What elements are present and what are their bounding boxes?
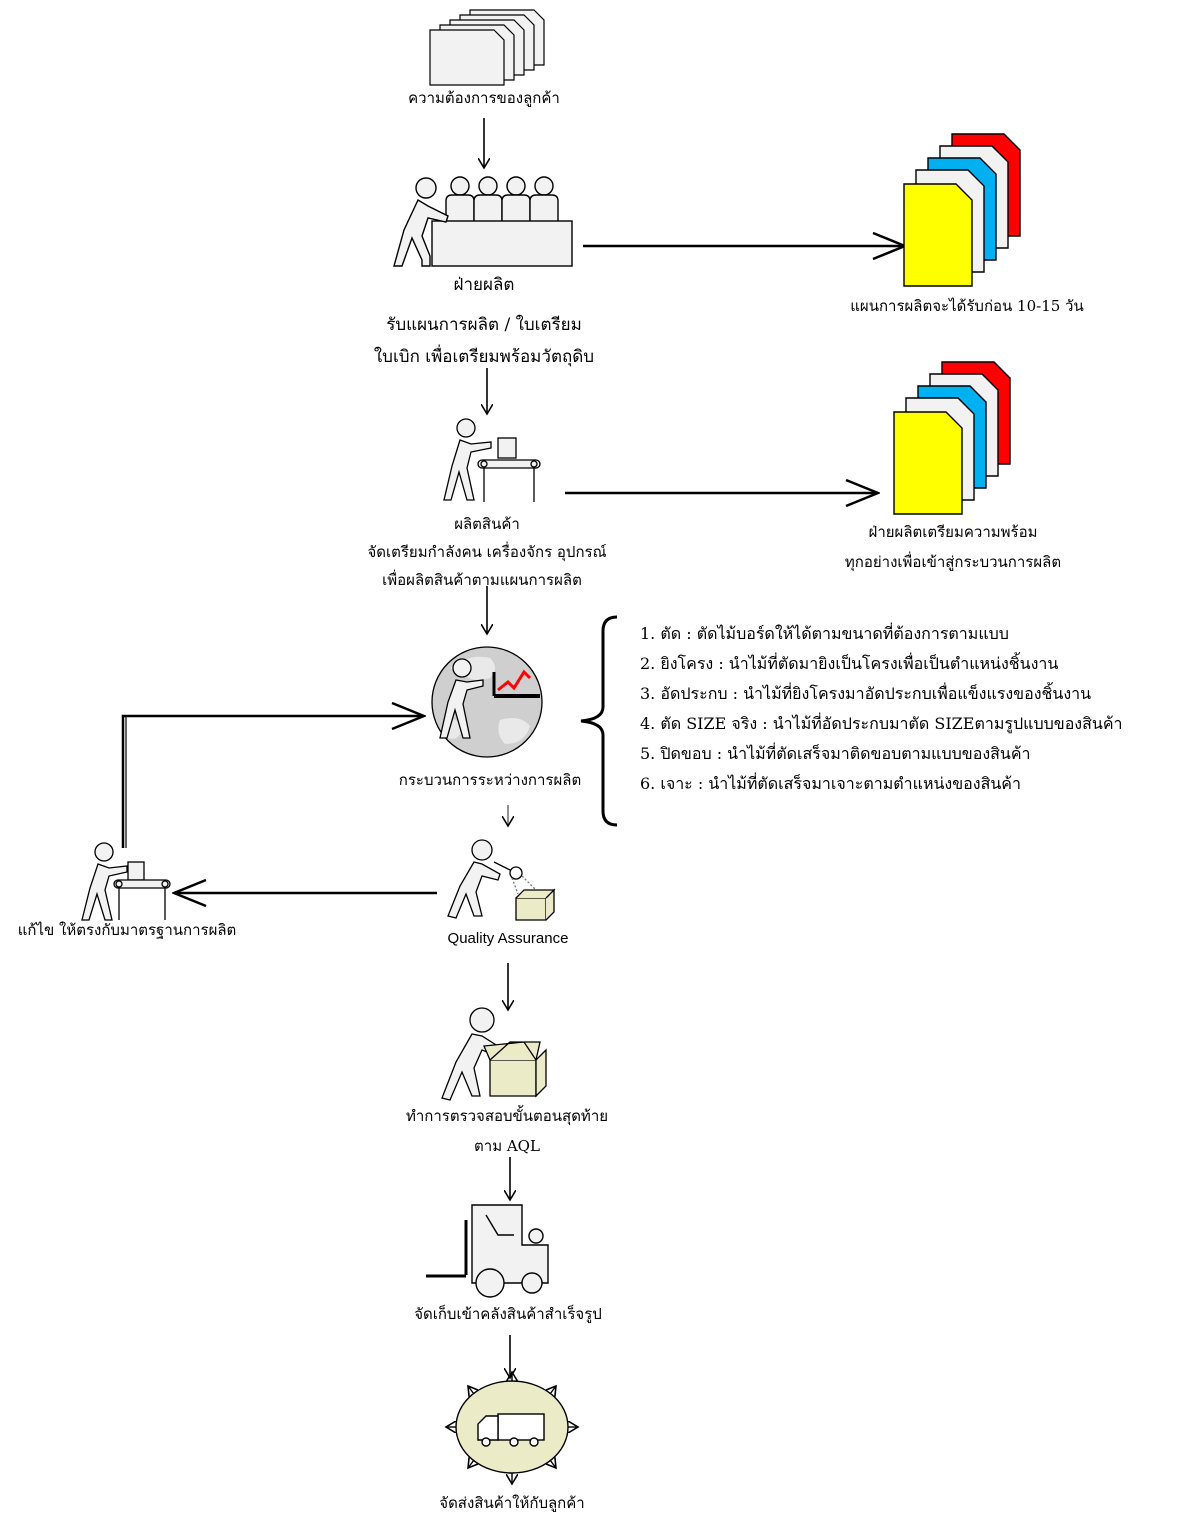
forklift-icon xyxy=(426,1204,549,1298)
process-step: 2. ยิงโครง : นำไม้ที่ตัดมายิงเป็นโครงเพื… xyxy=(640,654,1059,673)
meeting-people-icon xyxy=(393,176,573,267)
arrow-rework-to-process xyxy=(121,716,424,848)
rework-worker-icon xyxy=(81,842,171,921)
manufacture-title: ผลิตสินค้า xyxy=(454,515,520,533)
rework-label: แก้ไข ให้ตรงกับมาตรฐานการผลิต xyxy=(17,921,237,939)
conveyor-worker-icon xyxy=(443,418,541,502)
readiness-note-line1: ฝ่ายผลิตเตรียมความพร้อม xyxy=(868,523,1038,541)
manufacture-line1: จัดเตรียมกำลังคน เครื่องจักร อุปกรณ์ xyxy=(367,543,607,561)
final-inspection-line2: ตาม AQL xyxy=(474,1137,540,1155)
process-step: 5. ปิดขอบ : นำไม้ที่ตัดเสร็จมาติดขอบตามแ… xyxy=(640,744,1031,763)
production-plan-documents-icon xyxy=(903,133,1021,287)
process-step: 4. ตัด SIZE จริง : นำไม้ที่อัดประกบมาตัด… xyxy=(640,714,1123,733)
customer-requirements-label: ความต้องการของลูกค้า xyxy=(408,89,560,107)
globe-chart-icon xyxy=(431,646,543,758)
readiness-note-line2: ทุกอย่างเพื่อเข้าสู่กระบวนการผลิต xyxy=(844,553,1062,571)
quality-assurance-label: Quality Assurance xyxy=(447,930,569,947)
production-plan-note: แผนการผลิตจะได้รับก่อน 10-15 วัน xyxy=(850,297,1084,315)
final-inspection-line1: ทำการตรวจสอบขั้นตอนสุดท้าย xyxy=(405,1107,609,1125)
production-department-line2: ใบเบิก เพื่อเตรียมพร้อมวัตถุดิบ xyxy=(373,347,595,367)
process-step: 6. เจาะ : นำไม้ที่ตัดเสร็จมาเจาะตามตำแหน… xyxy=(640,774,1021,793)
final-inspection-icon xyxy=(441,1007,547,1101)
process-step: 1. ตัด : ตัดไม้บอร์ดให้ได้ตามขนาดที่ต้อง… xyxy=(640,624,1009,643)
process-step: 3. อัดประกบ : นำไม้ที่ยิงโครงมาอัดประกบเ… xyxy=(640,684,1092,703)
process-steps-list: 1. ตัด : ตัดไม้บอร์ดให้ได้ตามขนาดที่ต้อง… xyxy=(640,619,1200,799)
warehouse-label: จัดเก็บเข้าคลังสินค้าสำเร็จรูป xyxy=(414,1305,602,1323)
customer-documents-icon xyxy=(429,9,545,86)
production-department-line1: รับแผนการผลิต / ใบเตรียม xyxy=(386,315,582,335)
production-department-title: ฝ่ายผลิต xyxy=(453,275,515,295)
delivery-label: จัดส่งสินค้าให้กับลูกค้า xyxy=(439,1494,585,1512)
steps-bracket xyxy=(580,615,618,827)
delivery-truck-icon xyxy=(446,1372,578,1484)
manufacture-line2: เพื่อผลิตสินค้าตามแผนการผลิต xyxy=(382,571,582,589)
quality-inspector-icon xyxy=(447,839,556,921)
in-process-label: กระบวนการระหว่างการผลิต xyxy=(398,771,582,789)
readiness-documents-icon xyxy=(893,361,1011,515)
